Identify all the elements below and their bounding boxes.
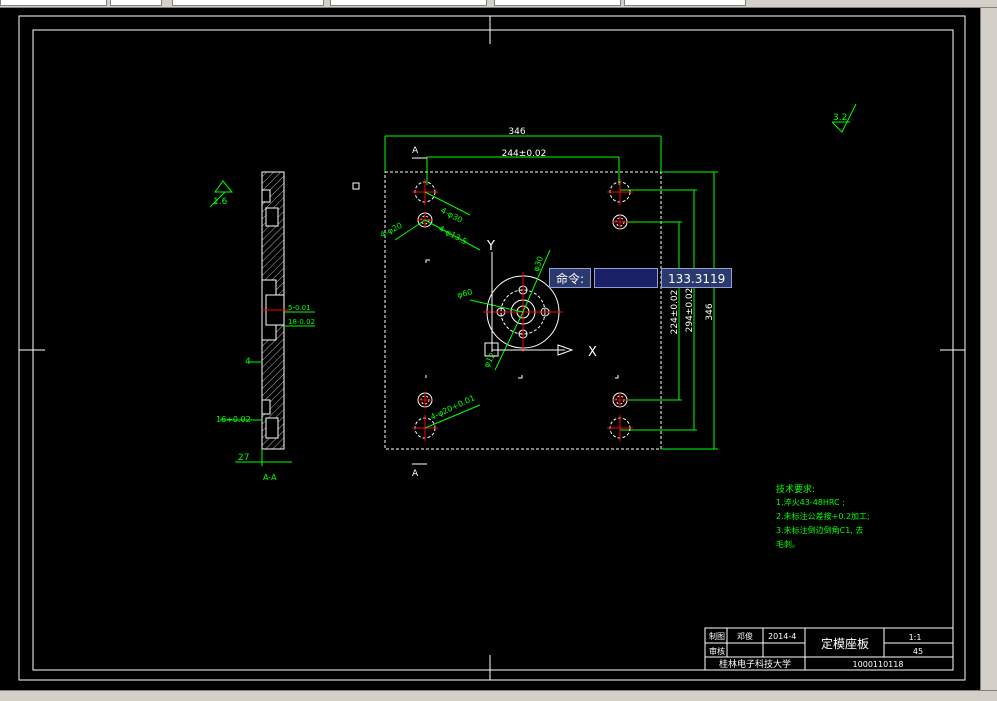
- dim-27: 27: [238, 453, 249, 463]
- command-value: 133.3119: [661, 268, 733, 288]
- dim-16: 16+0.02: [216, 415, 251, 424]
- tech-line-3: 3.未标注倒边倒角C1, 去: [776, 525, 863, 535]
- callout-phi13: 4-φ13.5: [437, 224, 469, 247]
- linetype-combo[interactable]: [330, 0, 487, 6]
- tb-drawer: 邓俊: [737, 631, 753, 641]
- hole-leaders: [394, 191, 551, 429]
- tb-material: 45: [913, 647, 923, 656]
- tb-scale: 1:1: [909, 633, 922, 642]
- command-label: 命令:: [549, 268, 592, 288]
- callout-phi30b: φ30: [531, 255, 545, 273]
- right-dimensions: [620, 171, 718, 450]
- section-lines: [412, 157, 427, 465]
- horizontal-scrollbar[interactable]: [0, 690, 997, 701]
- title-block: [704, 627, 954, 671]
- roughness-top: [831, 103, 857, 133]
- dim-224: 224±0.02: [670, 290, 680, 335]
- dim-height: 346: [705, 303, 715, 320]
- layer-combo[interactable]: [0, 0, 107, 6]
- tb-draw-label: 制图: [709, 631, 725, 641]
- tech-line-1: 1.淬火43-48HRC ;: [776, 497, 845, 507]
- section-dimensions: [220, 311, 315, 466]
- tb-check-label: 审核: [709, 646, 725, 656]
- drawing-canvas[interactable]: 346 244±0.02 346 294±0.02 224±0.02: [0, 8, 980, 690]
- dynamic-input-tooltip[interactable]: 命令: 133.3119: [549, 268, 733, 288]
- center-lines: [412, 179, 633, 441]
- ucs-x-label: X: [588, 345, 597, 360]
- lineweight-combo[interactable]: [494, 0, 621, 6]
- ucs-y-label: Y: [486, 239, 495, 254]
- view-corner-marks: [425, 259, 619, 379]
- roughness-left: [209, 180, 234, 208]
- tb-school: 桂林电子科技大学: [719, 658, 791, 670]
- plotstyle-combo[interactable]: [624, 0, 746, 6]
- dim-5: 5-0.01: [288, 304, 311, 312]
- tb-part-name: 定模座板: [821, 636, 869, 651]
- plate-outline: [384, 171, 662, 450]
- outer-frame: [18, 15, 966, 681]
- toolbar-button[interactable]: [110, 0, 162, 6]
- ucs-icon: [484, 252, 574, 357]
- tb-drawing-no: 1000110118: [853, 660, 904, 669]
- tb-date: 2014-4: [768, 632, 796, 641]
- top-dimensions: [384, 135, 662, 185]
- roughness-left-value: 1.6: [213, 197, 228, 207]
- tech-line-4: 毛刺。: [776, 539, 800, 549]
- callout-phi20b: 4-φ20+0.01: [429, 393, 476, 421]
- color-combo[interactable]: [172, 0, 324, 6]
- section-view-label: A-A: [263, 473, 277, 482]
- callout-phi12: φ12: [482, 351, 498, 369]
- vertical-scrollbar[interactable]: [980, 8, 997, 690]
- grip-square[interactable]: [352, 182, 360, 190]
- drawing-svg: 346 244±0.02 346 294±0.02 224±0.02: [18, 15, 966, 681]
- roughness-top-value: 3.2: [833, 113, 847, 123]
- dim-18: 18-0.02: [288, 318, 315, 326]
- command-input[interactable]: [594, 268, 659, 288]
- tech-title: 技术要求:: [776, 483, 815, 495]
- dim-294: 294±0.02: [685, 288, 695, 333]
- tech-line-2: 2.未标注公差按+0.2加工;: [776, 511, 870, 521]
- callout-phi60: φ60: [456, 287, 473, 300]
- centering-marks: [19, 16, 965, 680]
- section-mark-bottom: A: [412, 469, 419, 479]
- toolbar: [0, 0, 997, 8]
- section-view: [261, 171, 290, 450]
- section-mark-top: A: [412, 146, 419, 156]
- dim-width: 346: [508, 127, 525, 137]
- dim-hole-spacing: 244±0.02: [502, 149, 547, 159]
- dim-4: 4: [245, 357, 251, 367]
- callout-phi30: 4-φ30: [439, 206, 464, 225]
